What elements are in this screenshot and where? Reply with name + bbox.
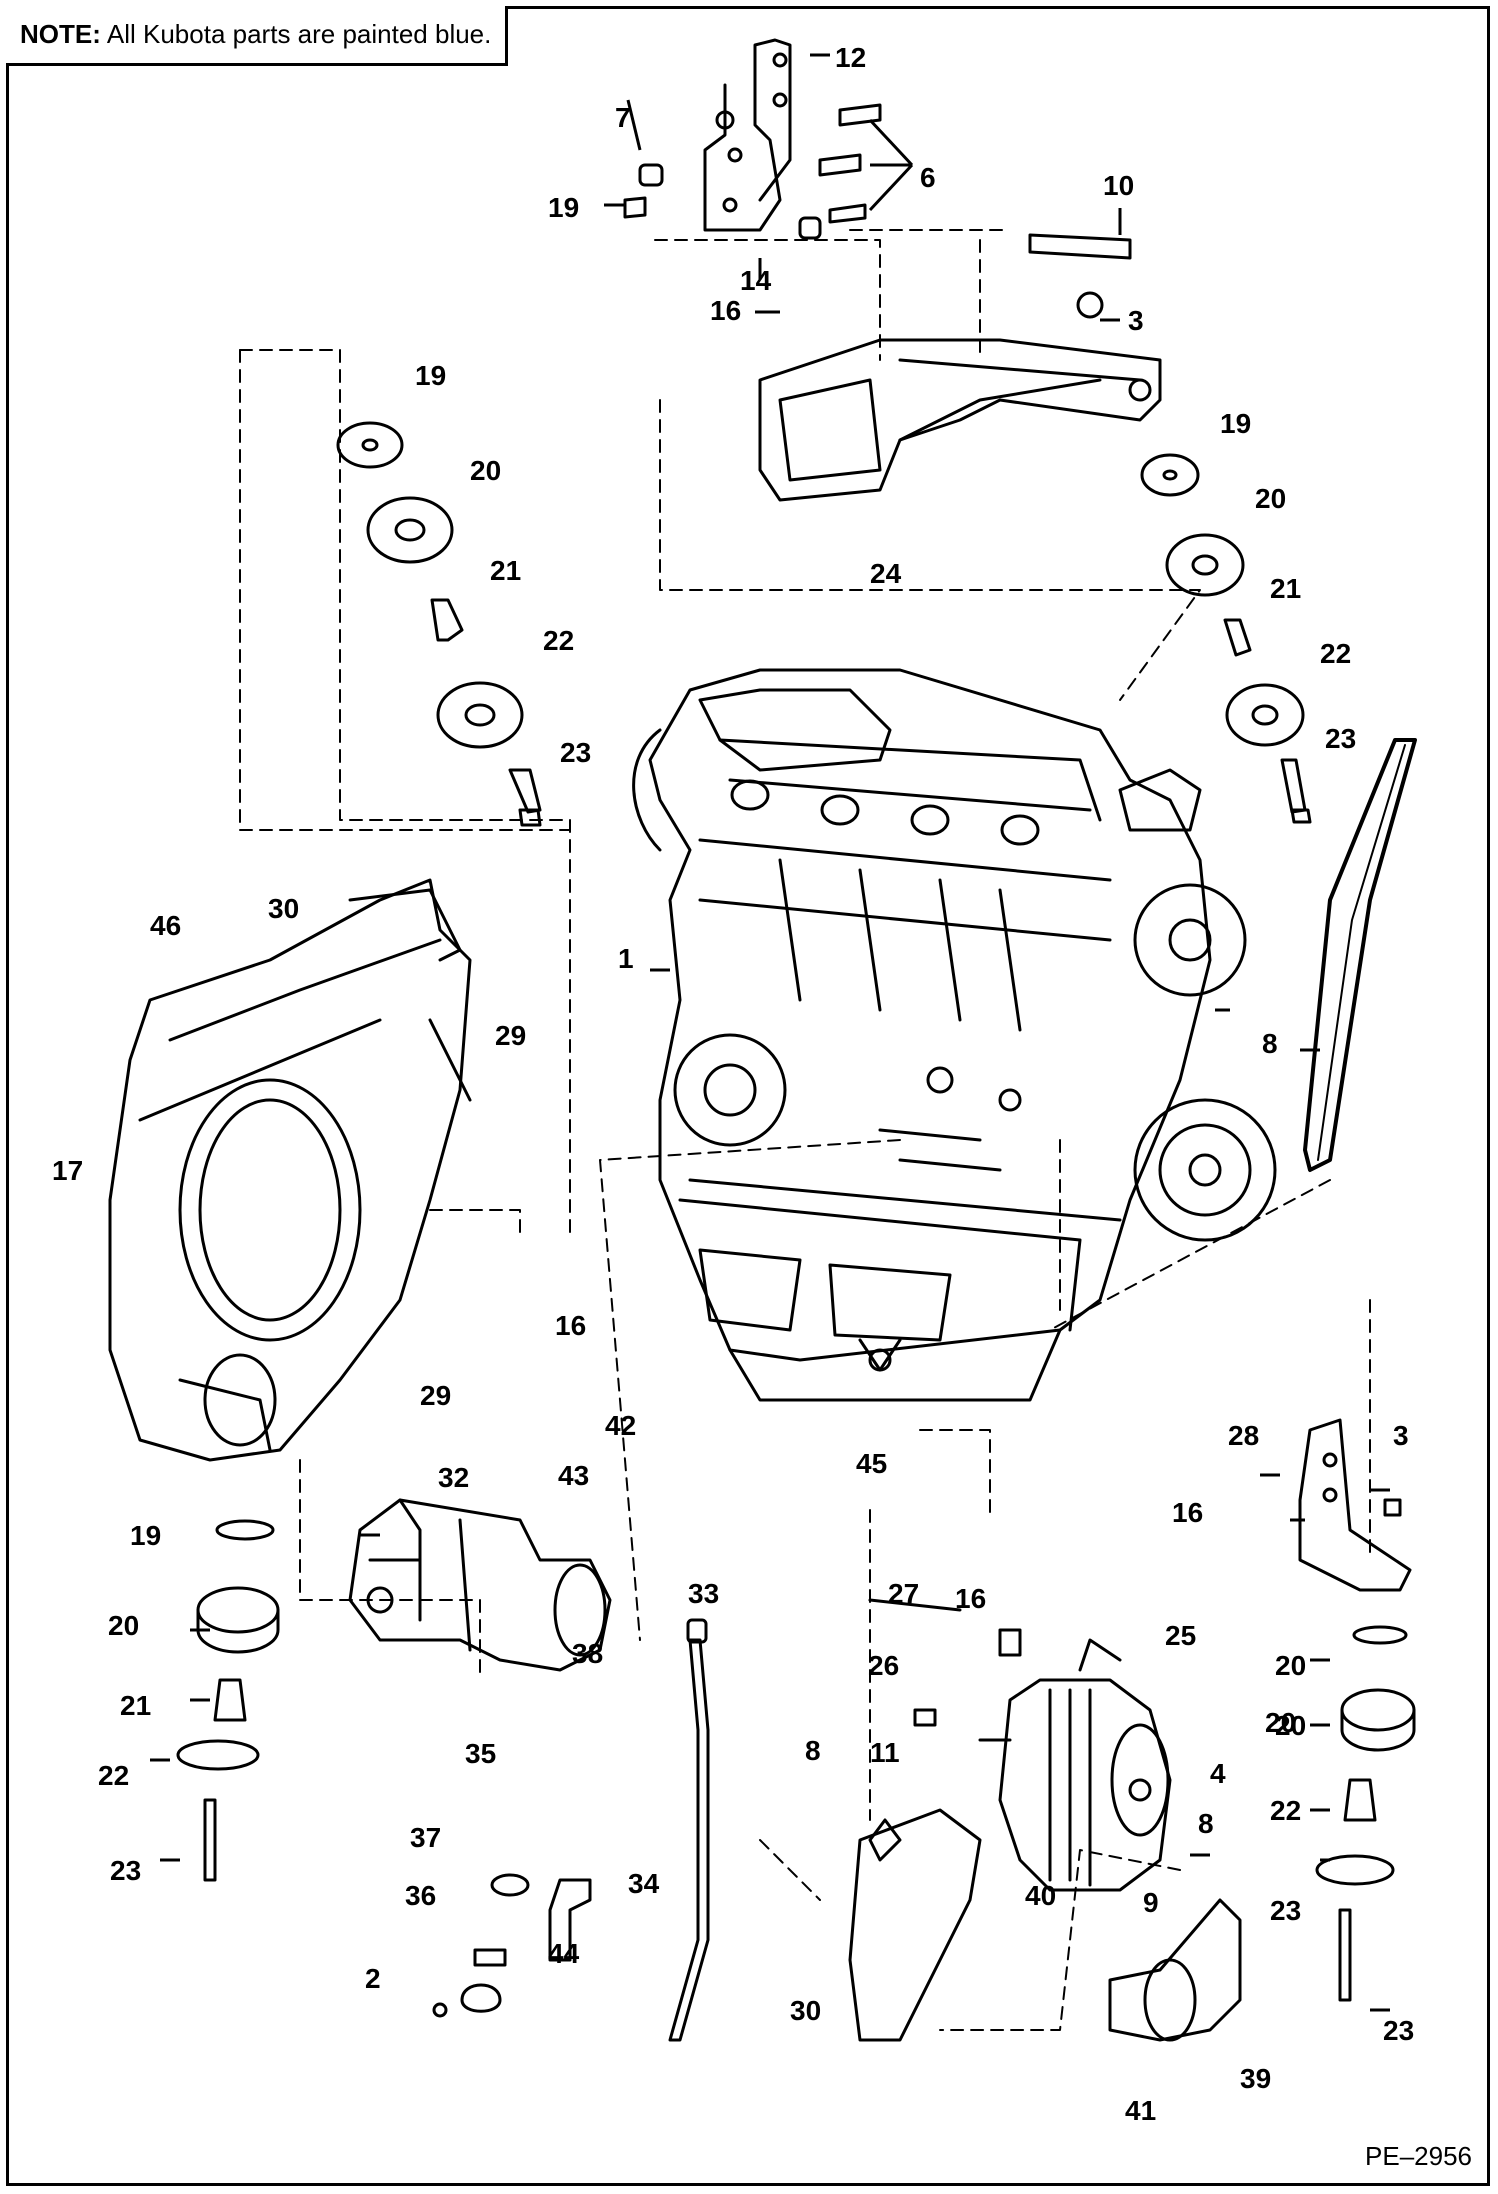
engine-mount-frame	[758, 338, 1162, 502]
callout: 33	[688, 1578, 719, 1609]
flywheel-housing	[108, 878, 472, 1462]
note-text: All Kubota parts are painted blue.	[106, 19, 492, 49]
note-box: NOTE: All Kubota parts are painted blue.	[6, 6, 509, 66]
callout: 16	[955, 1583, 986, 1614]
callout: 23	[1270, 1895, 1301, 1926]
callout: 16	[555, 1310, 586, 1341]
callout: 19	[130, 1520, 161, 1551]
callout: 25	[1165, 1620, 1196, 1651]
engine-assembly	[632, 668, 1277, 1402]
callout: 14	[740, 265, 772, 296]
alternator	[978, 1638, 1172, 1892]
callout: 2	[365, 1963, 381, 1994]
starter-motor	[348, 1498, 612, 1672]
callout: 10	[1103, 170, 1134, 201]
callout: 8	[1198, 1808, 1214, 1839]
callout: 11	[870, 1737, 900, 1768]
callout: 22	[98, 1760, 129, 1791]
callout: 8	[805, 1735, 821, 1766]
diagram-border	[6, 6, 1490, 2186]
callout: 19	[1220, 408, 1251, 439]
callout: 8	[1262, 1028, 1278, 1059]
callout-labels: 12 6 7 19 14 10 3 16 24 19 20 21 22 23 1…	[52, 42, 1414, 2126]
right-mount-stack	[1140, 453, 1312, 824]
alternator-shield	[848, 1808, 982, 2042]
callout: 30	[268, 893, 299, 924]
callout: 22	[1320, 638, 1351, 669]
document-id: PE–2956	[1365, 2141, 1472, 2171]
callout: 35	[465, 1738, 496, 1769]
callout: 29	[495, 1020, 526, 1051]
callout: 21	[120, 1690, 151, 1721]
callout: 20	[1265, 1707, 1296, 1738]
callout: 44	[548, 1938, 580, 1969]
upper-mount-bracket	[623, 38, 1132, 319]
right-mount-bracket	[1298, 1418, 1412, 1592]
callout: 38	[572, 1638, 603, 1669]
callout: 32	[438, 1462, 469, 1493]
callout: 23	[1383, 2015, 1414, 2046]
callout: 17	[52, 1155, 83, 1186]
callout: 21	[1270, 573, 1301, 604]
callout: 1	[618, 943, 634, 974]
callout: 34	[628, 1868, 660, 1899]
note-prefix: NOTE:	[20, 19, 101, 49]
callout: 20	[470, 455, 501, 486]
callout: 46	[150, 910, 181, 941]
callout: 22	[1270, 1795, 1301, 1826]
adjuster-strap	[868, 1818, 902, 1862]
callout: 40	[1025, 1880, 1056, 1911]
callout: 3	[1128, 305, 1144, 336]
callout: 37	[410, 1822, 441, 1853]
callout: 22	[543, 625, 574, 656]
callout: 19	[415, 360, 446, 391]
callout: 19	[548, 192, 579, 223]
callout: 42	[605, 1410, 636, 1441]
callout: 20	[1275, 1710, 1306, 1741]
left-mount-stack	[336, 421, 542, 827]
callout: 20	[108, 1610, 139, 1641]
callout: 12	[835, 42, 866, 73]
assembly-dashed-lines	[239, 229, 1371, 2031]
callout: 20	[1275, 1650, 1306, 1681]
belt-guard	[1108, 1898, 1242, 2042]
callout: 20	[1255, 483, 1286, 514]
callout: 26	[868, 1650, 899, 1681]
callout: 7	[615, 102, 631, 133]
callout: 28	[1228, 1420, 1259, 1451]
drive-belt	[1303, 738, 1417, 1172]
callout: 24	[870, 558, 902, 589]
callout: 41	[1125, 2095, 1156, 2126]
lower-left-mount-stack	[176, 1519, 280, 1882]
callout: 3	[1393, 1420, 1409, 1451]
callout: 23	[560, 737, 591, 768]
callout: 21	[490, 555, 521, 586]
leader-lines	[150, 53, 1390, 2012]
callout: 30	[790, 1995, 821, 2026]
callout: 6	[920, 162, 936, 193]
clamp-bracket	[548, 1878, 592, 1962]
lower-right-mount-stack	[1315, 1625, 1416, 2002]
drain-hose	[668, 1618, 710, 2042]
callout: 9	[1143, 1887, 1159, 1918]
callout: 27	[888, 1578, 919, 1609]
callout: 16	[710, 295, 741, 326]
callout: 43	[558, 1460, 589, 1491]
callout: 45	[856, 1448, 887, 1479]
callout: 36	[405, 1880, 436, 1911]
callout: 16	[1172, 1497, 1203, 1528]
callout: 29	[420, 1380, 451, 1411]
callout: 39	[1240, 2063, 1271, 2094]
callout: 23	[110, 1855, 141, 1886]
callout: 23	[1325, 723, 1356, 754]
callout: 4	[1210, 1758, 1226, 1789]
